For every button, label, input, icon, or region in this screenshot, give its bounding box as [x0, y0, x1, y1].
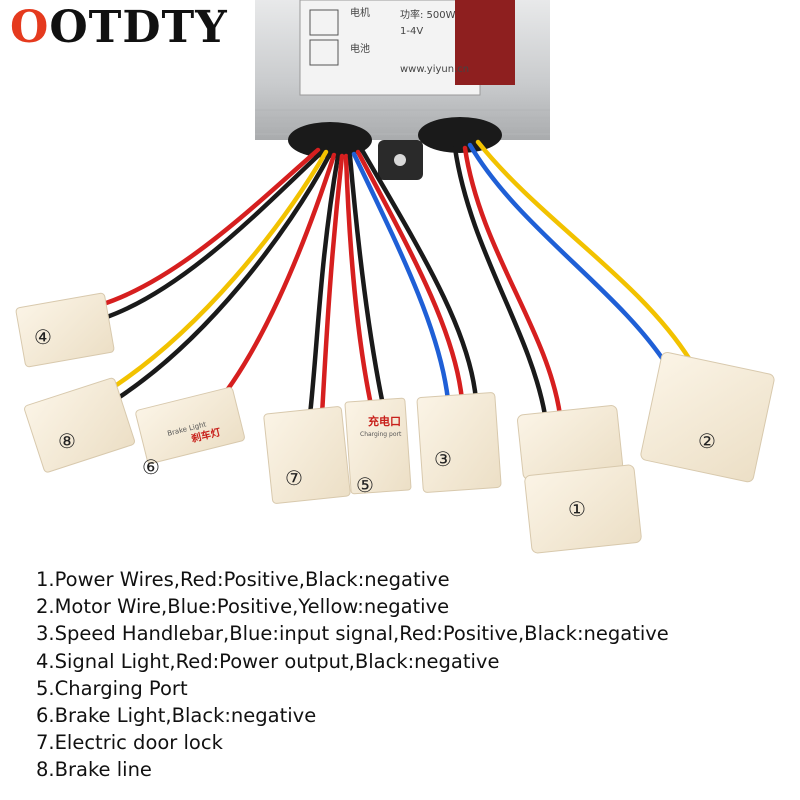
wire-legend: 1.Power Wires,Red:Positive,Black:negativ… — [36, 566, 669, 784]
connector-2-number: ② — [698, 429, 716, 453]
connector-5-number: ⑤ — [356, 473, 374, 497]
legend-item: 7.Electric door lock — [36, 731, 223, 755]
legend-item: 4.Signal Light,Red:Power output,Black:ne… — [36, 649, 500, 673]
legend-item: 2.Motor Wire,Blue:Positive,Yellow:negati… — [36, 595, 450, 619]
connector-2: ② — [640, 351, 775, 483]
connector-3-number: ③ — [434, 447, 452, 471]
charging-cn: 充电口 — [368, 414, 401, 428]
model-text: 1-4V — [400, 26, 423, 37]
controller-photo: 电机 电池 功率: 500W 1-4V www.yiyun.cn — [15, 0, 775, 554]
legend-item: 3.Speed Handlebar,Blue:input signal,Red:… — [36, 622, 669, 646]
connector-1-number: ① — [568, 497, 586, 521]
legend-item: 8.Brake line — [36, 758, 152, 782]
connector-7: ⑦ — [263, 406, 351, 504]
legend-item: 6.Brake Light,Black:negative — [36, 704, 317, 728]
brand-logo: OOTDTY — [10, 2, 228, 53]
wire-bundle — [97, 139, 693, 418]
motor-label: 电机 — [350, 6, 370, 19]
power-rating: 功率: 500W — [400, 8, 456, 21]
connector-8: ⑧ — [24, 377, 135, 473]
connector-3: ③ — [416, 392, 502, 493]
legend-item: 5.Charging Port — [36, 676, 188, 700]
legend-item: 1.Power Wires,Red:Positive,Black:negativ… — [36, 568, 450, 591]
connector-6-number: ⑥ — [142, 455, 160, 479]
charging-en: Charging port — [360, 431, 402, 438]
brand-logo-first-letter: O — [10, 2, 50, 53]
controller-housing: 电机 电池 功率: 500W 1-4V www.yiyun.cn — [255, 0, 550, 180]
connector-8-number: ⑧ — [58, 429, 76, 453]
website-text: www.yiyun.cn — [400, 64, 469, 75]
connector-6: 刹车灯 Brake Light ⑥ — [135, 387, 245, 479]
brand-logo-rest: OTDTY — [49, 2, 228, 53]
connector-7-number: ⑦ — [285, 466, 303, 490]
connector-1: ① — [517, 405, 642, 554]
connector-5: 充电口 Charging port ⑤ — [344, 397, 412, 497]
battery-label: 电池 — [350, 42, 370, 55]
connector-4-number: ④ — [34, 325, 52, 349]
connector-4: ④ — [15, 292, 115, 368]
